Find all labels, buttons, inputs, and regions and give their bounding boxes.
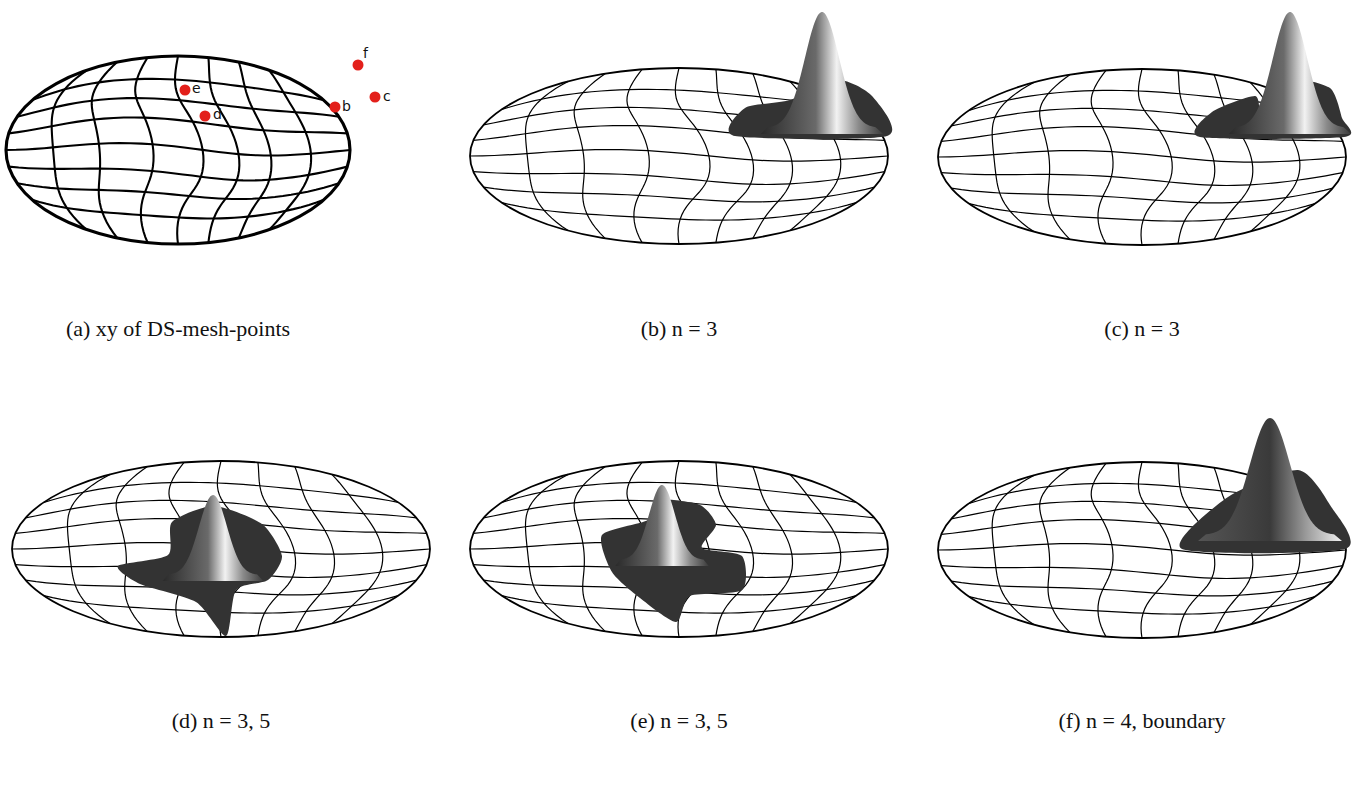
mesh-line xyxy=(938,151,1346,163)
mesh-line xyxy=(239,62,272,238)
mesh-line xyxy=(716,462,754,635)
basis-function-peak xyxy=(1198,418,1342,541)
mesh-line xyxy=(6,143,350,155)
bump-surface xyxy=(601,485,746,622)
bump-surface xyxy=(118,495,282,636)
panel-caption: (a) xy of DS-mesh-points xyxy=(66,316,290,342)
panel-caption: (f) n = 4, boundary xyxy=(1059,708,1226,734)
mesh-boundary xyxy=(12,461,430,637)
mesh-line xyxy=(9,117,348,133)
basis-function-peak xyxy=(615,485,709,566)
mesh-line xyxy=(502,203,856,220)
mesh-line xyxy=(473,172,884,185)
bump-surface xyxy=(1180,418,1351,553)
mesh-point xyxy=(180,85,191,96)
mesh-line xyxy=(17,183,339,199)
mesh-point xyxy=(330,102,341,113)
mesh-line xyxy=(753,467,793,632)
mesh-boundary xyxy=(470,461,888,637)
basis-function-peak xyxy=(1229,12,1351,134)
point-label: e xyxy=(192,80,201,96)
panel-caption: (e) n = 3, 5 xyxy=(630,708,727,734)
bump-surface xyxy=(1194,12,1351,139)
mesh-line xyxy=(969,204,1315,221)
point-label: b xyxy=(342,98,351,114)
mesh-line xyxy=(951,581,1333,596)
panel-caption: (c) n = 3 xyxy=(1104,316,1179,342)
mesh-line xyxy=(9,167,348,181)
mesh-line xyxy=(716,69,754,242)
mesh-boundary xyxy=(6,56,350,244)
mesh-line xyxy=(941,566,1343,579)
mesh-line xyxy=(951,188,1333,203)
mesh-point xyxy=(353,60,364,71)
mesh-line xyxy=(753,74,793,239)
mesh-line xyxy=(1178,70,1215,243)
panel-caption: (d) n = 3, 5 xyxy=(172,708,271,734)
mesh-line xyxy=(295,467,335,632)
point-label: f xyxy=(363,45,368,61)
mesh-line xyxy=(941,173,1343,186)
bump-surface xyxy=(729,12,893,139)
panel-caption: (b) n = 3 xyxy=(641,316,718,342)
point-label: d xyxy=(213,106,222,122)
mesh-line xyxy=(32,200,324,219)
mesh-point xyxy=(200,111,211,122)
mesh-line xyxy=(483,187,874,202)
mesh-panel xyxy=(12,461,430,637)
mesh-point xyxy=(370,92,381,103)
mesh-panel xyxy=(6,56,350,244)
mesh-line xyxy=(17,98,339,117)
basis-function-peak xyxy=(163,495,264,581)
basis-function-peak xyxy=(761,12,883,134)
mesh-line xyxy=(208,57,239,242)
mesh-line xyxy=(470,150,888,162)
mesh-line xyxy=(969,597,1315,614)
point-label: c xyxy=(383,88,391,104)
mesh-panel xyxy=(470,461,888,637)
